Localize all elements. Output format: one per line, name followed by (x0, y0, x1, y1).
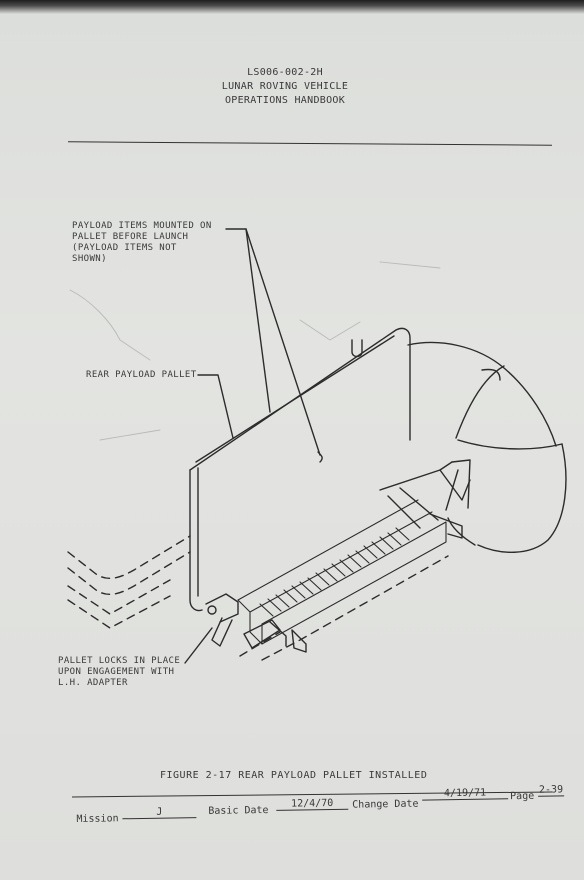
basic-date-label: Basic Date (208, 804, 269, 817)
callout-pallet-locks: PALLET LOCKS IN PLACE UPON ENGAGEMENT WI… (58, 656, 181, 688)
page-top-shadow (0, 0, 584, 14)
callout-rear-pallet: REAR PAYLOAD PALLET (86, 370, 197, 380)
page-label: Page (510, 790, 535, 803)
change-date-label: Change Date (352, 798, 419, 811)
figure-caption: FIGURE 2-17 REAR PAYLOAD PALLET INSTALLE… (160, 770, 428, 781)
document-number: LS006-002-2H (247, 67, 323, 78)
leader-lines (184, 228, 321, 664)
page-footer: Mission J Basic Date 12/4/70 Change Date… (76, 784, 577, 832)
payload-arrow-tip (317, 451, 323, 463)
document-title-line1: LUNAR ROVING VEHICLE (221, 81, 349, 92)
vehicle-frame-outline (67, 535, 449, 661)
adapter-struts (379, 459, 471, 539)
document-header: LS006-002-2H LUNAR ROVING VEHICLE OPERAT… (180, 66, 390, 108)
pallet-deck (237, 499, 447, 645)
pallet-locks (205, 593, 307, 653)
change-date-value: 4/19/71 (421, 787, 509, 801)
callout-payload-items: PAYLOAD ITEMS MOUNTED ON PALLET BEFORE L… (72, 221, 212, 264)
basic-date-value: 12/4/70 (276, 797, 349, 811)
mission-value: J (122, 806, 197, 820)
pallet-panel (189, 327, 411, 612)
bleed-through-marks (69, 261, 441, 441)
mission-label: Mission (76, 813, 119, 825)
document-title-line2: OPERATIONS HANDBOOK (224, 95, 346, 106)
wheel-fender (407, 341, 567, 553)
page-number: 2-39 (537, 784, 565, 797)
